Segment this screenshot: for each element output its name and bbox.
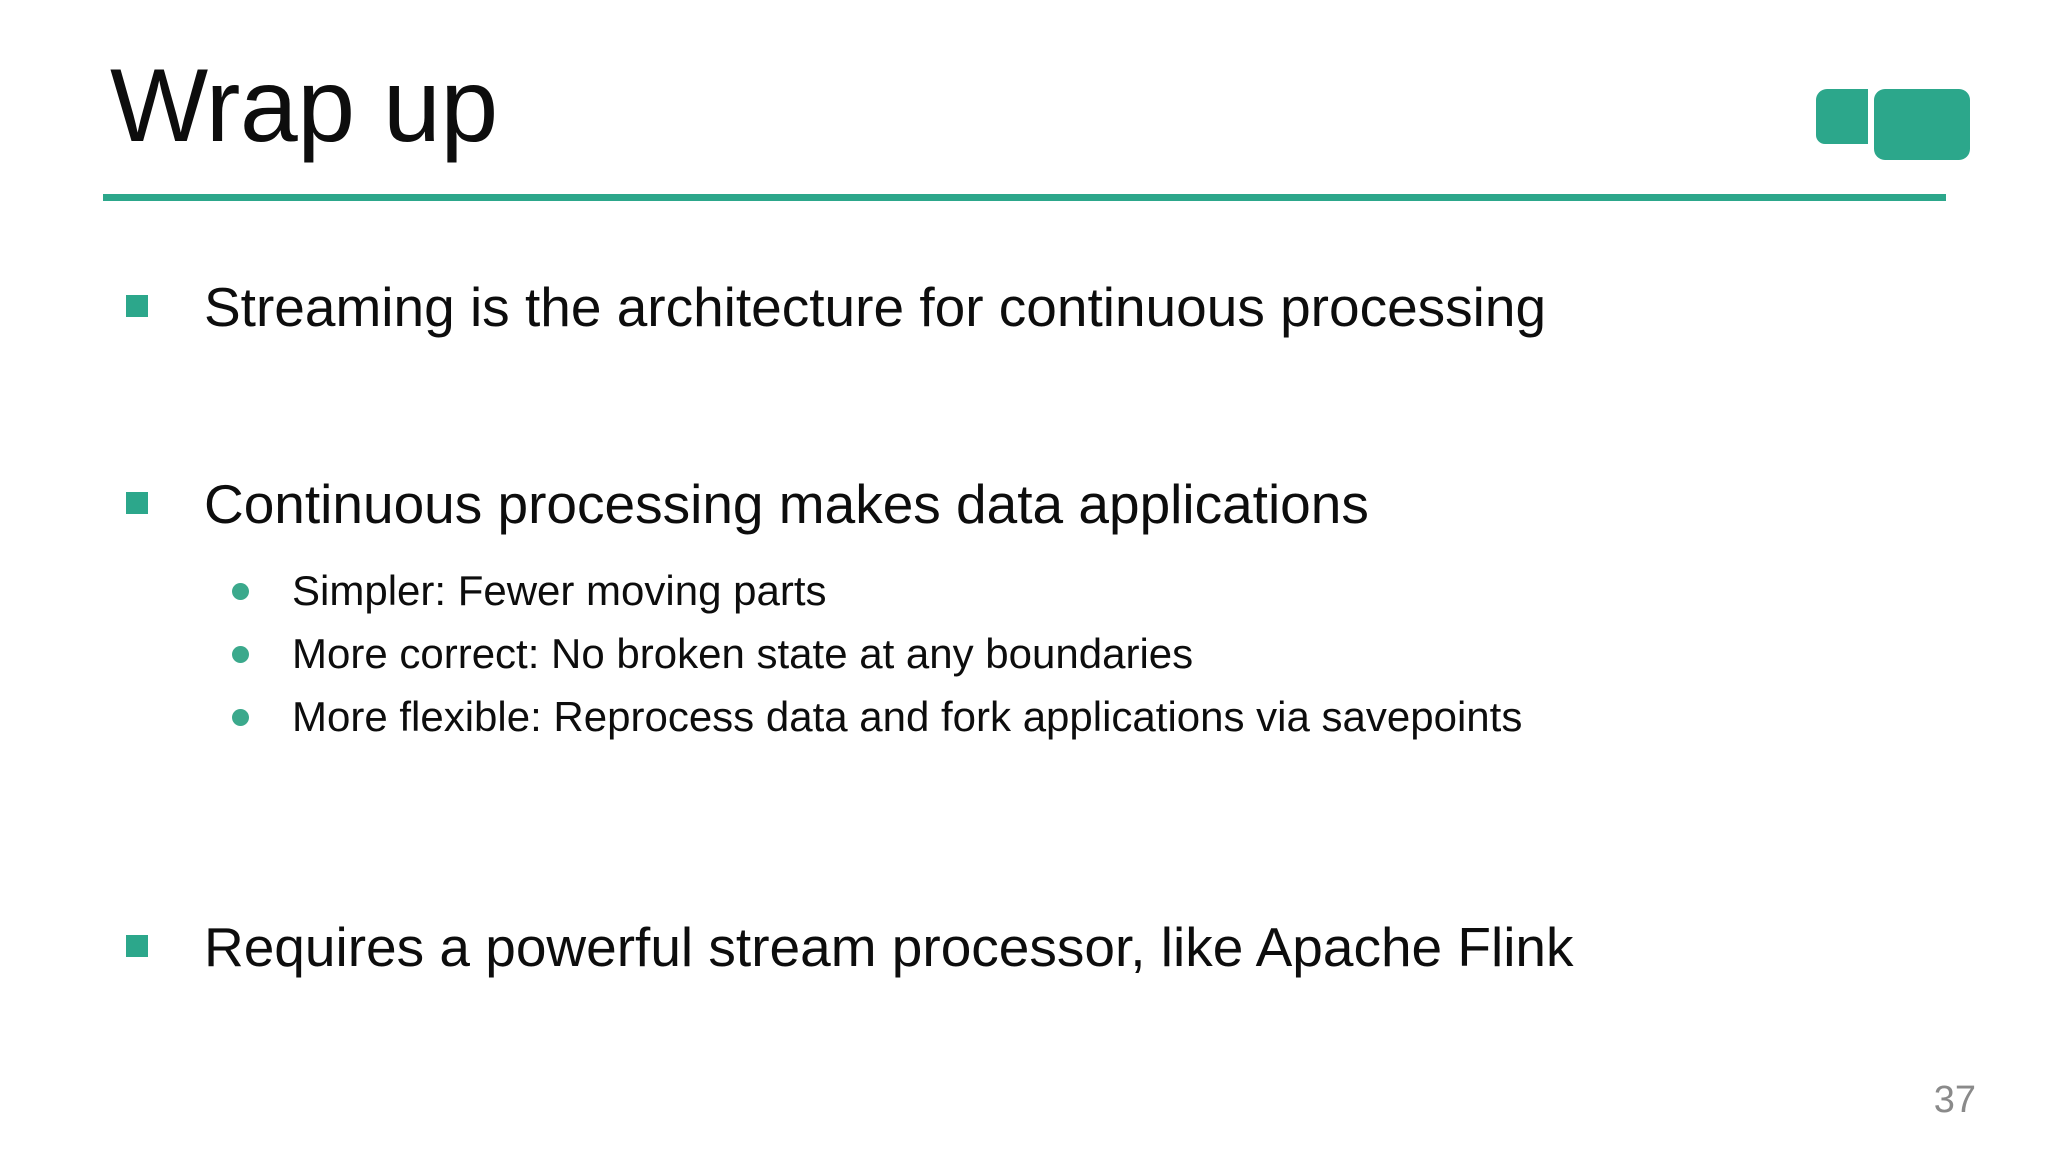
bullet-text: Streaming is the architecture for contin… [204, 276, 1547, 338]
title-underline-rule [103, 194, 1946, 201]
sub-bullet-item-1: Simpler: Fewer moving parts [232, 566, 827, 616]
round-bullet-icon [232, 646, 249, 663]
logo-rect-upper-right-icon [1874, 89, 1970, 160]
round-bullet-icon [232, 583, 249, 600]
sub-bullet-text: More correct: No broken state at any bou… [292, 630, 1194, 677]
page-number: 37 [1933, 1079, 1976, 1121]
sub-bullet-text: Simpler: Fewer moving parts [292, 567, 827, 614]
slide-title: Wrap up [110, 48, 498, 164]
round-bullet-icon [232, 709, 249, 726]
square-bullet-icon [126, 935, 148, 957]
bullet-item-2: Continuous processing makes data applica… [126, 472, 1369, 537]
sub-bullet-item-2: More correct: No broken state at any bou… [232, 629, 1193, 679]
sub-bullet-text: More flexible: Reprocess data and fork a… [292, 693, 1523, 740]
bullet-item-1: Streaming is the architecture for contin… [126, 275, 1546, 340]
bullet-text: Requires a powerful stream processor, li… [204, 916, 1574, 978]
brand-logo [1816, 42, 1970, 160]
square-bullet-icon [126, 492, 148, 514]
bullet-text: Continuous processing makes data applica… [204, 473, 1369, 535]
square-bullet-icon [126, 295, 148, 317]
sub-bullet-item-3: More flexible: Reprocess data and fork a… [232, 692, 1522, 742]
bullet-item-3: Requires a powerful stream processor, li… [126, 915, 1574, 980]
